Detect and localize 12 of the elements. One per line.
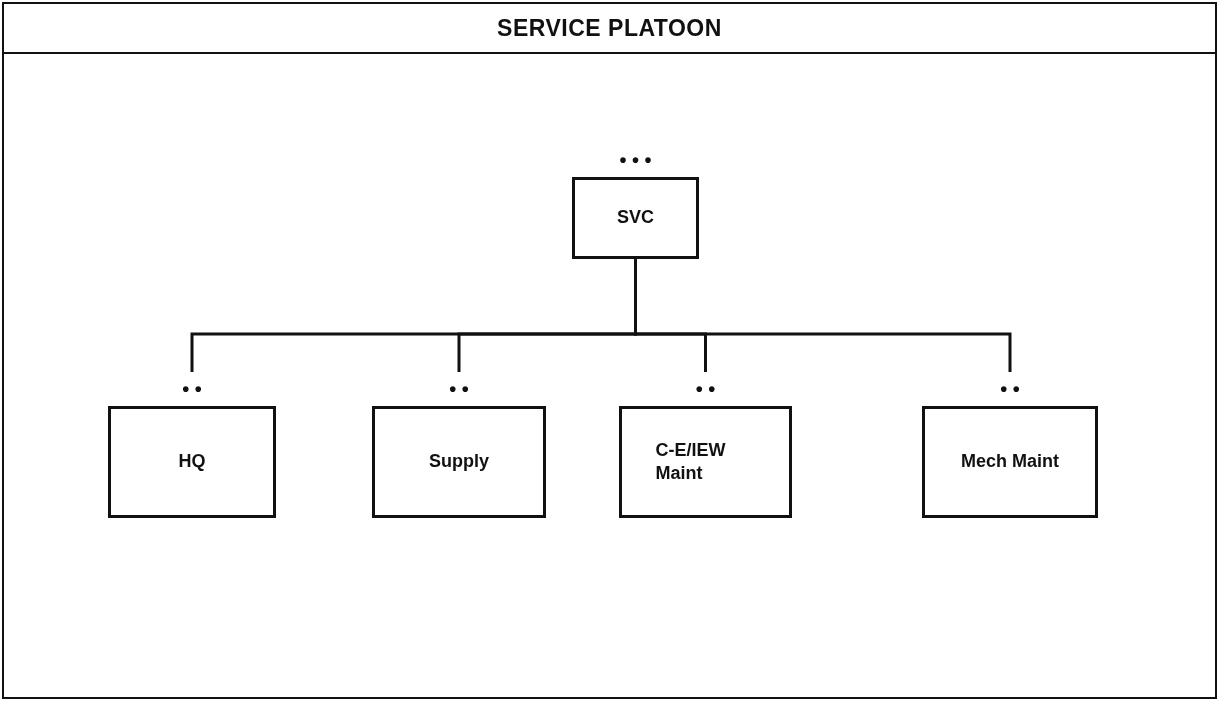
connector-line [634, 259, 1012, 372]
unit-label: HQ [178, 450, 206, 474]
unit-size-symbol: • • [181, 379, 203, 399]
title-banner: SERVICE PLATOON [4, 4, 1215, 54]
unit-label: Mech Maint [961, 450, 1059, 474]
unit-label: SVC [617, 206, 654, 230]
unit-label: C-E/IEW Maint [655, 438, 727, 485]
unit-size-symbol: • • [448, 379, 470, 399]
unit-label: Supply [429, 450, 489, 474]
unit-size-symbol: • • • [618, 150, 653, 170]
unit-size-symbol: • • [694, 379, 717, 399]
unit-size-symbol: • • [999, 379, 1021, 399]
